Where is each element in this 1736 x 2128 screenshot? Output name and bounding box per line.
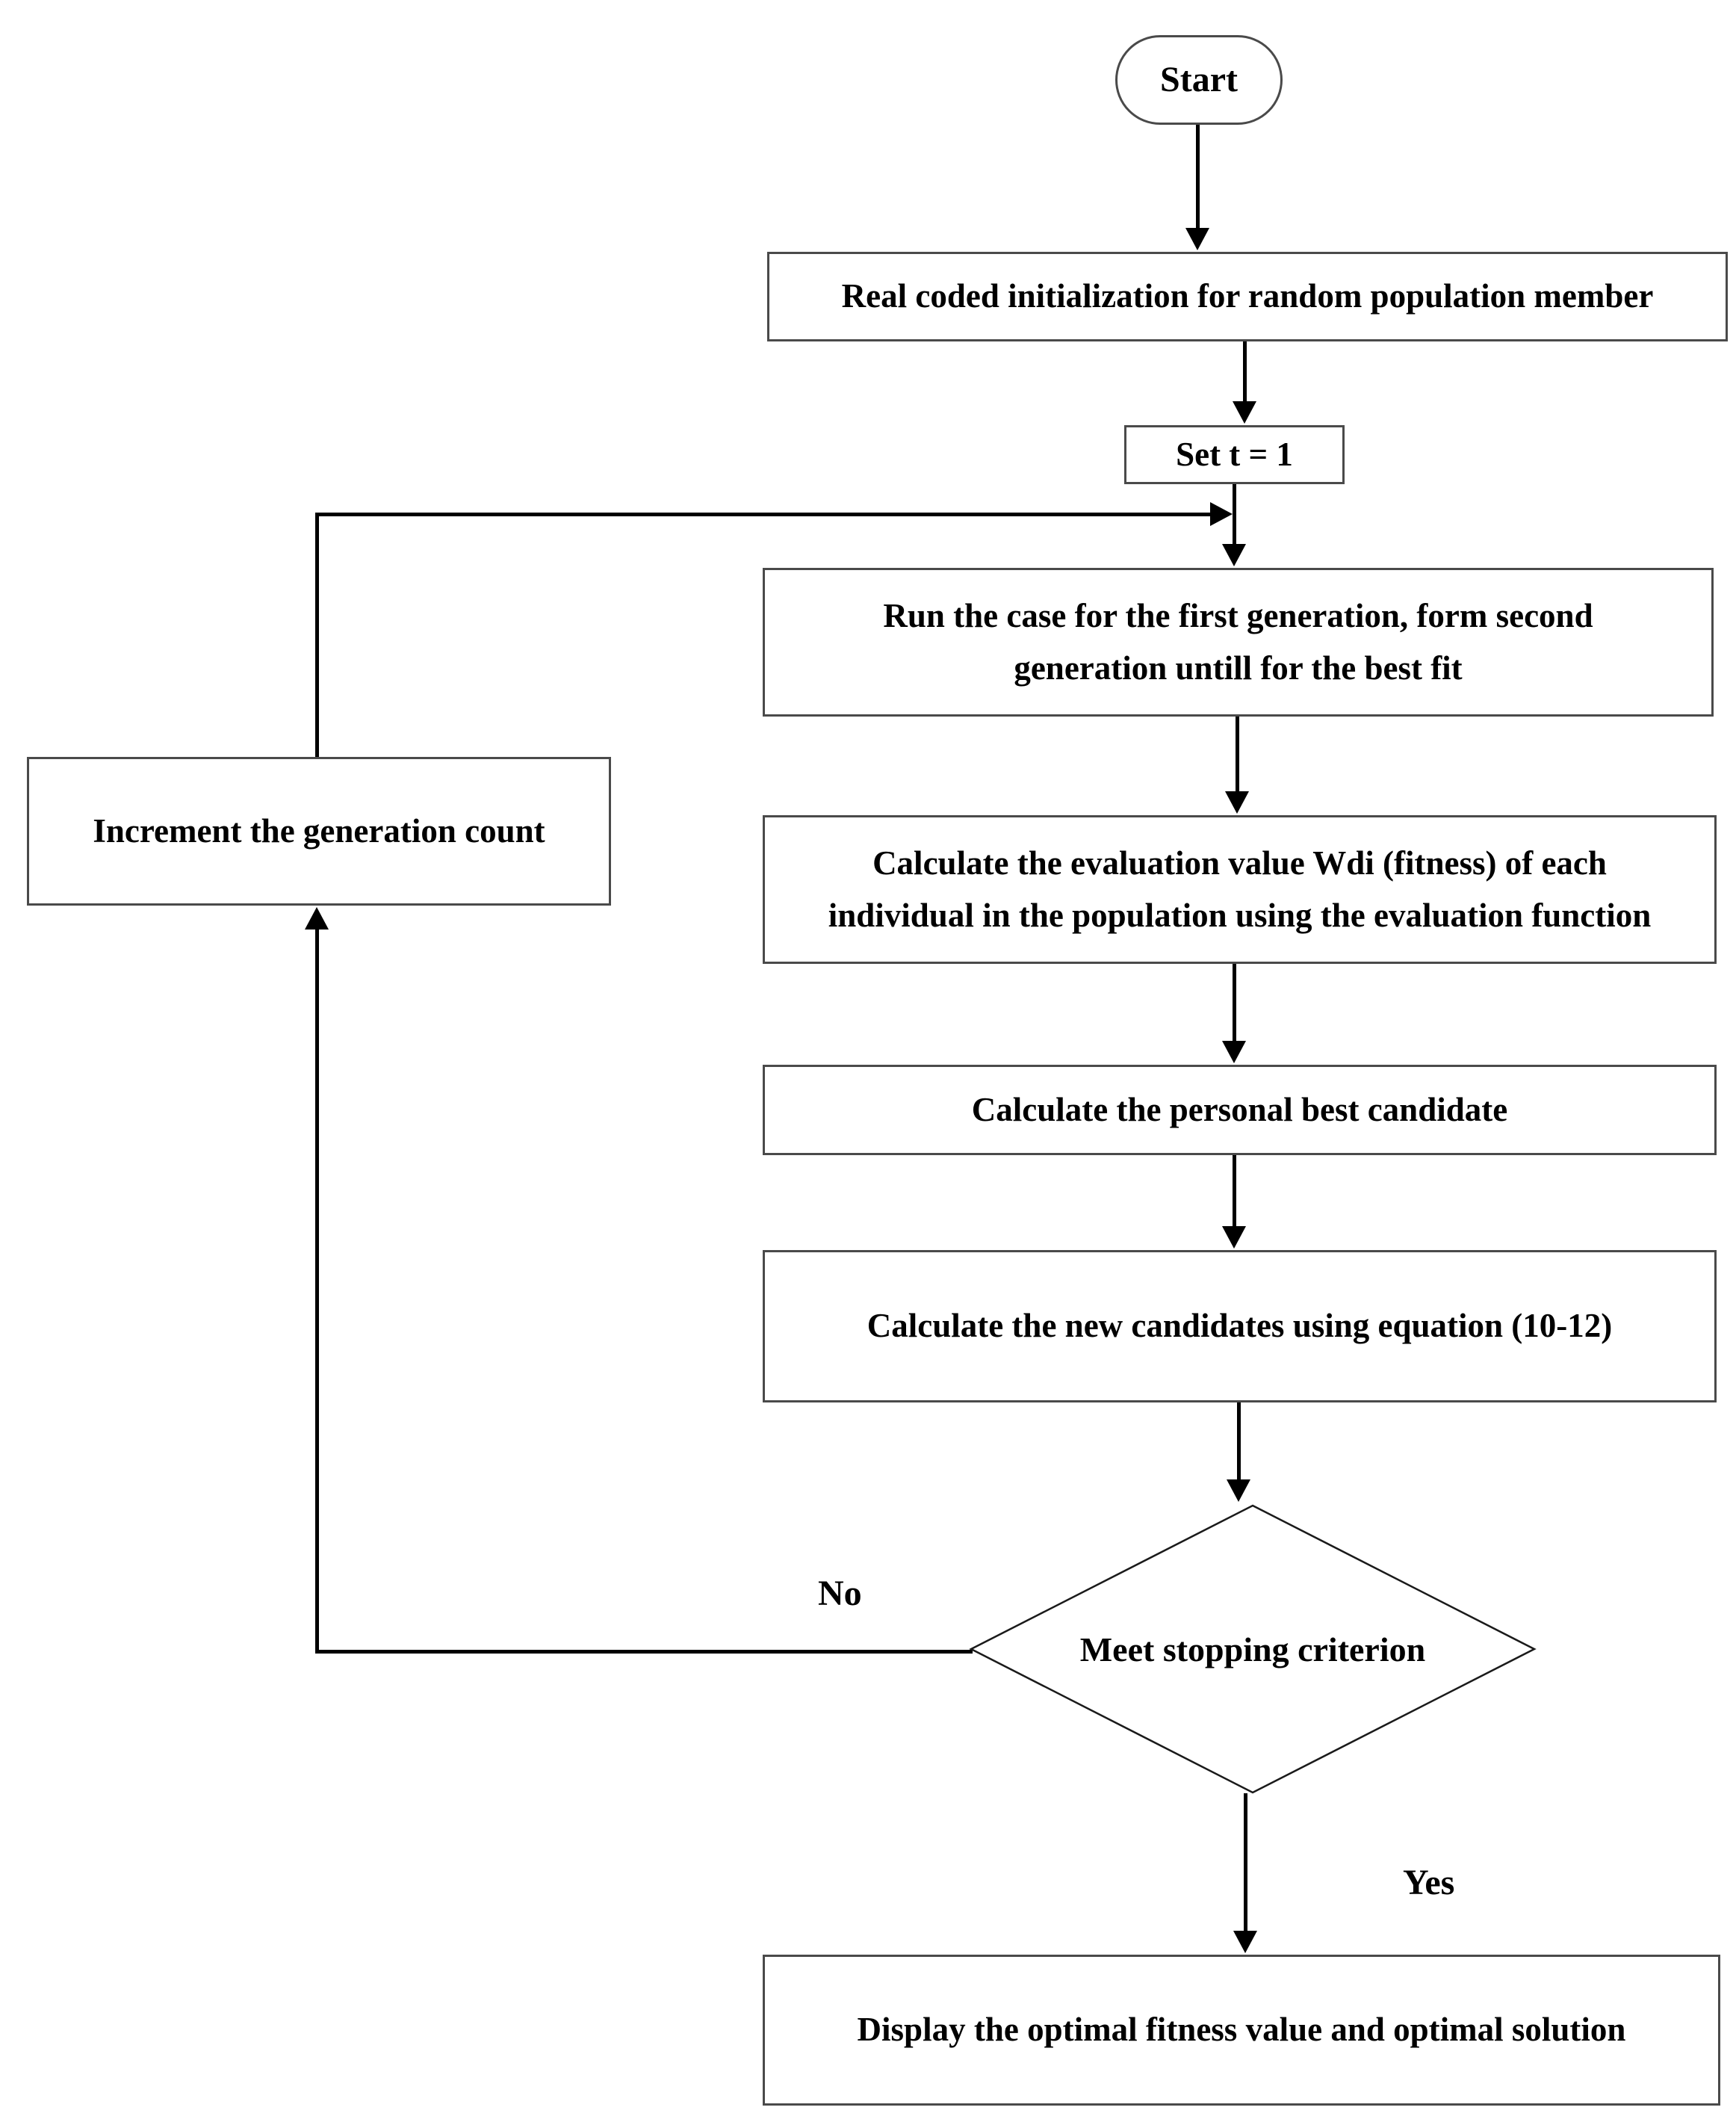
arrowhead-run-to-evaluate xyxy=(1225,791,1249,814)
decision-label: Meet stopping criterion xyxy=(1079,1630,1426,1668)
evaluate-line-2: individual in the population using the e… xyxy=(828,896,1652,934)
run-case-box-label: Run the case for the first generation, f… xyxy=(883,590,1593,695)
run-case-box: Run the case for the first generation, f… xyxy=(763,568,1714,717)
arrowhead-decision-to-display xyxy=(1233,1931,1257,1953)
init-box-label: Real coded initialization for random pop… xyxy=(841,277,1654,315)
display-box-label: Display the optimal fitness value and op… xyxy=(857,2011,1626,2049)
connector-decision-to-display xyxy=(1244,1793,1247,1934)
decision-diamond: Meet stopping criterion xyxy=(969,1503,1537,1795)
evaluate-line-1: Calculate the evaluation value Wdi (fitn… xyxy=(872,844,1607,882)
connector-personal-to-candidates xyxy=(1233,1155,1236,1228)
set-t-box-label: Set t = 1 xyxy=(1176,435,1293,473)
connector-loop-top xyxy=(315,513,1210,516)
arrowhead-start-to-init xyxy=(1185,228,1209,250)
personal-best-box: Calculate the personal best candidate xyxy=(763,1065,1717,1155)
new-candidates-box-label: Calculate the new candidates using equat… xyxy=(867,1307,1613,1345)
connector-sett-to-run xyxy=(1233,484,1236,548)
arrowhead-loop-junction xyxy=(1210,502,1233,526)
connector-no-vertical xyxy=(315,928,319,1653)
evaluate-box-label: Calculate the evaluation value Wdi (fitn… xyxy=(828,838,1652,942)
set-t-box: Set t = 1 xyxy=(1124,425,1345,484)
connector-candidates-to-decision xyxy=(1237,1402,1241,1481)
run-case-line-2: generation untill for the best fit xyxy=(1014,649,1463,687)
decision-diamond-polygon xyxy=(969,1504,1537,1794)
connector-no-horizontal xyxy=(315,1650,973,1654)
arrowhead-candidates-to-decision xyxy=(1227,1479,1250,1502)
arrowhead-evaluate-to-personal xyxy=(1222,1041,1246,1063)
arrowhead-personal-to-candidates xyxy=(1222,1226,1246,1249)
increment-box-label: Increment the generation count xyxy=(93,811,545,850)
connector-run-to-evaluate xyxy=(1236,717,1239,793)
connector-evaluate-to-personal xyxy=(1233,964,1236,1042)
arrowhead-no-to-increment xyxy=(305,907,329,930)
new-candidates-box: Calculate the new candidates using equat… xyxy=(763,1250,1717,1402)
run-case-line-1: Run the case for the first generation, f… xyxy=(883,596,1593,634)
start-node: Start xyxy=(1115,35,1283,125)
connector-init-to-sett xyxy=(1243,341,1247,403)
increment-box: Increment the generation count xyxy=(27,757,611,906)
branch-label-yes: Yes xyxy=(1403,1863,1455,1902)
display-box: Display the optimal fitness value and op… xyxy=(763,1955,1720,2106)
init-box: Real coded initialization for random pop… xyxy=(767,252,1728,341)
arrowhead-init-to-sett xyxy=(1233,401,1256,424)
evaluate-box: Calculate the evaluation value Wdi (fitn… xyxy=(763,815,1717,964)
personal-best-box-label: Calculate the personal best candidate xyxy=(971,1090,1508,1128)
branch-label-no: No xyxy=(818,1574,862,1613)
connector-start-to-init xyxy=(1196,125,1200,229)
arrowhead-sett-to-run xyxy=(1222,544,1246,566)
connector-increment-to-loop-top xyxy=(315,513,319,758)
decision-diamond-shape xyxy=(969,1504,1537,1794)
start-node-label: Start xyxy=(1160,59,1238,99)
